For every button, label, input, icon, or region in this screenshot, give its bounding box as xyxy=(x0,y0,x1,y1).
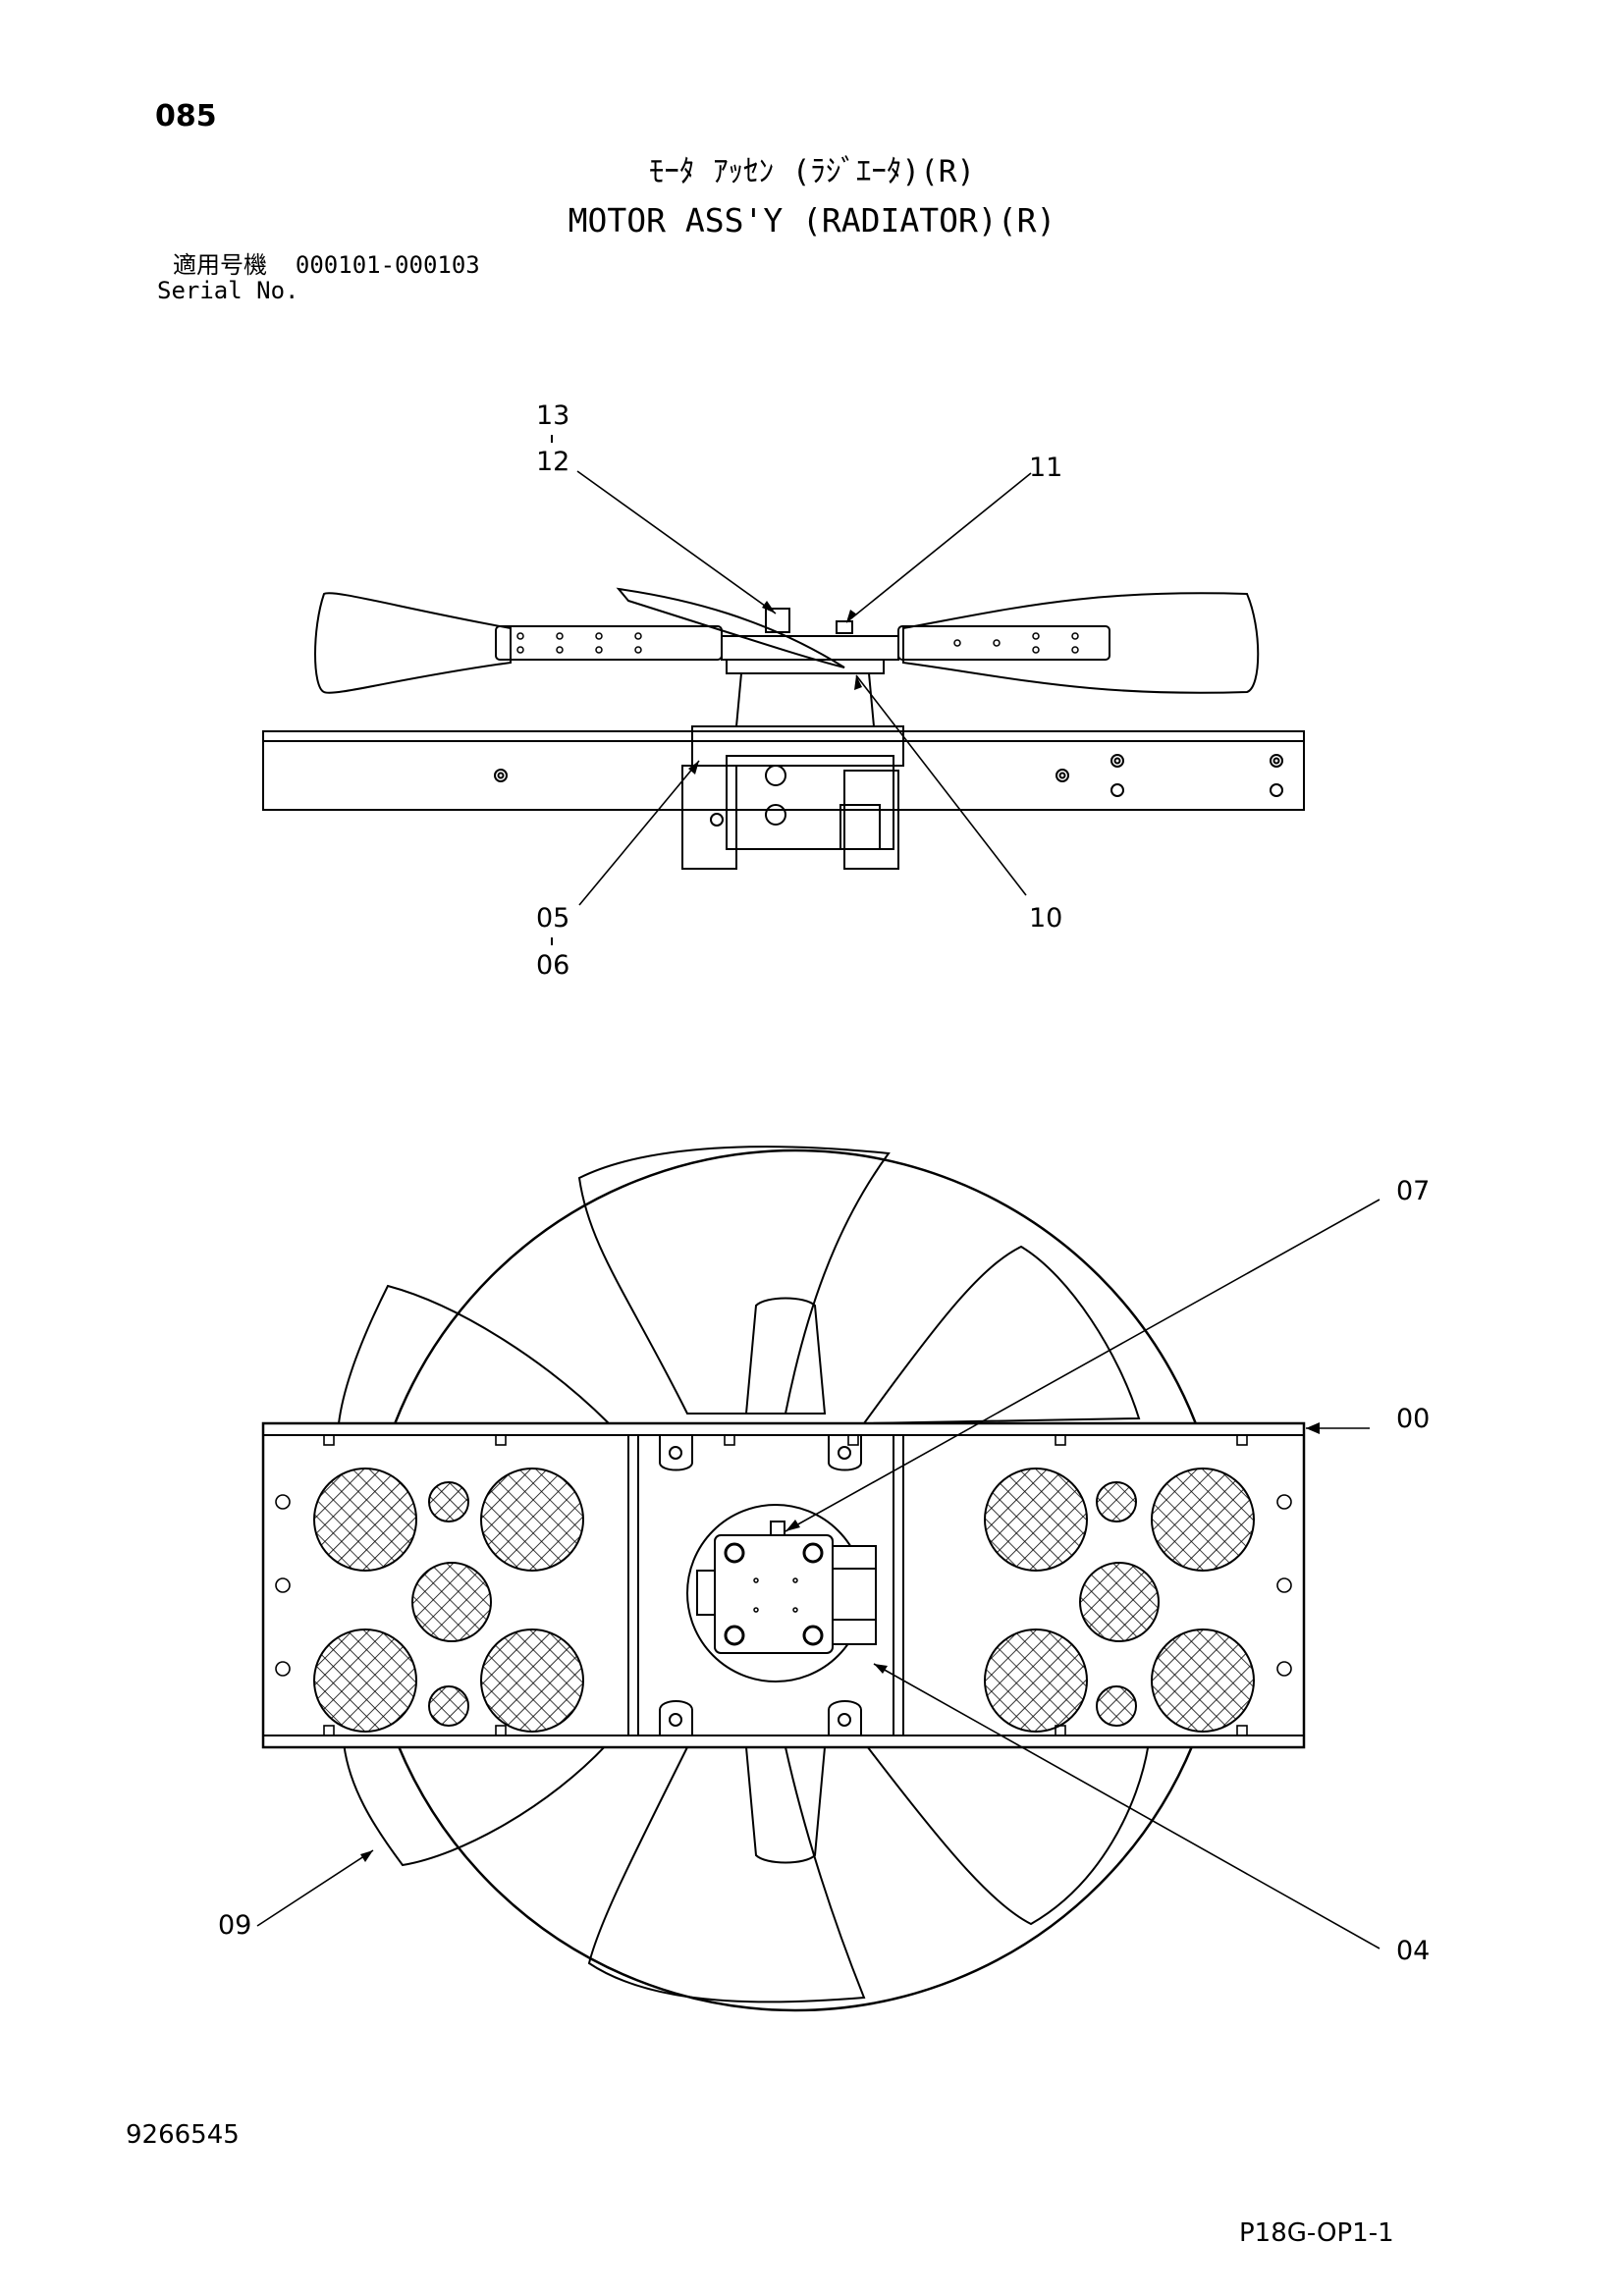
fan-blade-left xyxy=(314,592,512,694)
blade-holes xyxy=(516,632,1079,654)
top-view xyxy=(256,1146,1380,2012)
fan-hub xyxy=(721,635,899,661)
motor-bell xyxy=(734,672,876,727)
callout-00: 00 xyxy=(1396,1404,1431,1434)
mesh-grille-right xyxy=(984,1468,1255,1733)
side-leaders xyxy=(576,470,1032,906)
page-number: 085 xyxy=(155,99,217,133)
sheet-code: P18G-OP1-1 xyxy=(1239,2218,1394,2248)
serial-label-english: Serial No. xyxy=(157,277,299,304)
hub-flange xyxy=(726,659,885,674)
callout-06: 06 xyxy=(536,950,570,981)
motor-bracket-left xyxy=(681,765,737,870)
fan-blade-2 xyxy=(862,1245,1141,1425)
motor-connector-box xyxy=(832,1545,877,1645)
callout-13: 13 xyxy=(536,400,570,431)
fan-blade-4 xyxy=(744,1297,827,1415)
callout-07: 07 xyxy=(1396,1176,1431,1206)
title-english: MOTOR ASS'Y (RADIATOR)(R) xyxy=(568,201,1056,240)
fan-blade-edge xyxy=(616,587,845,668)
fan-blade-6 xyxy=(587,1746,866,2003)
frame-holes xyxy=(275,1494,1292,1677)
side-view xyxy=(262,435,1305,945)
hub-nut xyxy=(765,608,790,633)
motor-bracket-right xyxy=(843,770,899,870)
serial-label-jp: 適用号機 xyxy=(173,251,267,279)
serial-range: 000101-000103 xyxy=(295,251,480,279)
hub-washer xyxy=(836,620,853,634)
mesh-grille-left xyxy=(313,1468,584,1733)
title-japanese: ﾓｰﾀ ｱｯｾﾝ (ﾗｼﾞｴｰﾀ)(R) xyxy=(648,154,976,189)
callout-09: 09 xyxy=(218,1910,252,1941)
callout-10: 10 xyxy=(1029,903,1063,934)
motor-fitting xyxy=(765,765,786,786)
callout-04: 04 xyxy=(1396,1936,1431,1966)
blade-root-left xyxy=(495,625,723,661)
callout-11: 11 xyxy=(1029,453,1063,483)
motor-mount xyxy=(691,725,904,767)
motor-body xyxy=(726,755,894,850)
callout-12: 12 xyxy=(536,447,570,477)
fan-blade-5 xyxy=(744,1746,827,1864)
blade-root-right xyxy=(897,625,1110,661)
document-number: 9266545 xyxy=(126,2120,240,2150)
fan-blade-right xyxy=(902,592,1260,694)
serial-line-japanese: 適用号機 000101-000103 xyxy=(173,253,480,277)
fan-blade-7 xyxy=(861,1741,1151,1926)
fan-blade-1 xyxy=(577,1146,891,1415)
callout-05: 05 xyxy=(536,903,570,934)
motor-connector xyxy=(839,804,881,850)
fan-blade-3 xyxy=(337,1284,612,1424)
fan-blade-8 xyxy=(342,1741,612,1867)
frame-slots xyxy=(323,1434,1248,1736)
top-leaders xyxy=(256,1199,1380,1949)
